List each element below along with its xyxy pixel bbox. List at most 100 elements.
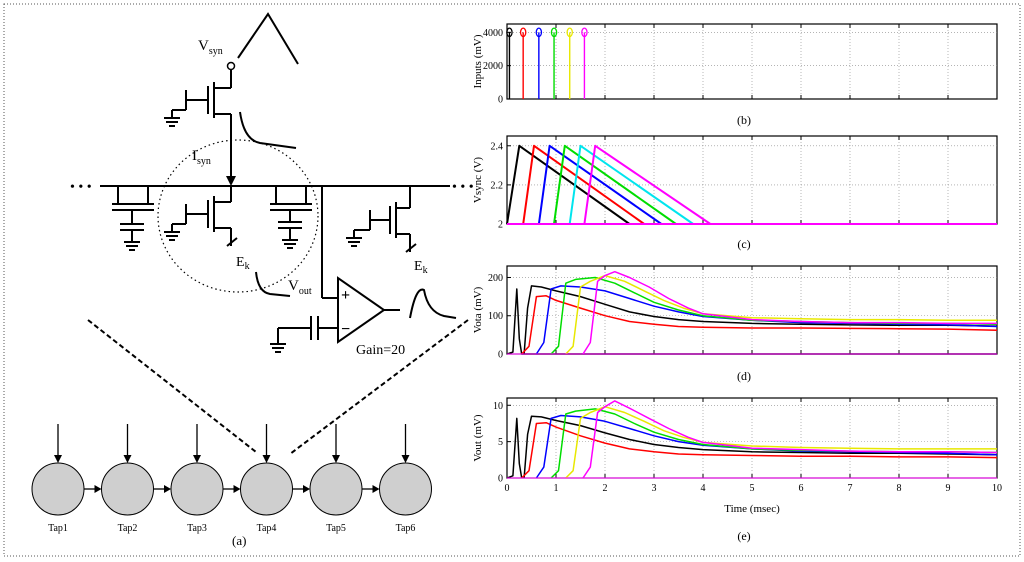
- series-line-5: [565, 274, 997, 355]
- vsyn-label: Vsyn: [198, 38, 223, 57]
- tap-node: [309, 462, 363, 516]
- arrow-down-icon: [123, 455, 132, 463]
- amp-output-waveform: [409, 288, 457, 319]
- arrow-down-icon: [193, 455, 201, 463]
- ellipsis-right: • • •: [452, 180, 474, 195]
- tap-node: [31, 462, 85, 516]
- leak-transistor-center: [164, 186, 238, 247]
- leak-transistor-right: [346, 186, 417, 253]
- y-tick-label: 2.2: [491, 180, 504, 191]
- vout-label: Vout: [288, 278, 312, 297]
- y-tick-label: 2: [498, 220, 503, 231]
- tap-3: Tap3: [170, 424, 241, 534]
- tap-label: Tap4: [257, 523, 277, 534]
- spike-marker-2: [535, 27, 543, 38]
- input-transistor: [164, 82, 232, 140]
- tap-5: Tap5: [309, 424, 380, 534]
- x-tick-label: 4: [701, 483, 706, 494]
- x-axis-label: Time (msec): [724, 503, 780, 515]
- zoom-line-left: [87, 319, 257, 453]
- series-line-5: [565, 405, 997, 479]
- tap-4: Tap4: [240, 424, 310, 534]
- y-axis-label: Vsync (V): [472, 157, 484, 203]
- y-tick-label: 0: [498, 350, 503, 361]
- series-transistor-right: [270, 186, 312, 249]
- series-transistor-left: [112, 186, 154, 251]
- chart-caption: (c): [737, 237, 750, 251]
- arrow-down-icon: [262, 455, 271, 463]
- gain-label: Gain=20: [356, 343, 405, 358]
- arrow-down-icon: [54, 455, 62, 463]
- isyn-label: Isyn: [192, 148, 211, 167]
- tap-node: [379, 462, 432, 516]
- tap-2: Tap2: [101, 424, 171, 534]
- current-decay-waveform: [239, 111, 297, 149]
- x-tick-label: 3: [652, 483, 657, 494]
- chart-caption: (b): [737, 113, 751, 127]
- x-tick-label: 5: [750, 483, 755, 494]
- chart-caption: (e): [737, 529, 750, 543]
- arrow-right-icon: [233, 485, 241, 493]
- y-tick-label: 0: [498, 474, 503, 485]
- y-tick-label: 100: [488, 311, 503, 322]
- x-tick-label: 1: [554, 483, 559, 494]
- tap-highlight-circle: [157, 139, 319, 293]
- vsyn-ramp-waveform: [237, 12, 299, 65]
- op-amp-minus: −: [341, 321, 350, 338]
- series-line-1: [523, 285, 998, 355]
- spike-marker-4: [566, 27, 573, 38]
- x-tick-label: 0: [505, 483, 510, 494]
- vsyn-terminal: [226, 61, 236, 71]
- x-tick-label: 9: [946, 483, 951, 494]
- y-tick-label: 5: [498, 437, 503, 448]
- series-line-6: [582, 270, 997, 355]
- series-line-2: [521, 295, 998, 355]
- zoom-line-right: [289, 319, 469, 455]
- op-amp-plus: +: [341, 287, 350, 304]
- arrow-down-icon: [332, 455, 340, 463]
- x-tick-label: 10: [992, 483, 1002, 494]
- arrow-right-icon: [164, 485, 171, 493]
- y-tick-label: 200: [488, 273, 503, 284]
- spike-marker-3: [550, 27, 558, 38]
- circuit-schematic: Vsyn Isyn • • • • • •: [70, 12, 474, 455]
- series-line-1: [523, 415, 998, 479]
- vout-waveform-small: [255, 271, 291, 297]
- series-line-2: [521, 421, 998, 479]
- tap-node: [101, 462, 154, 516]
- tap-node: [240, 462, 293, 516]
- y-axis-label: Inputs (mV): [472, 34, 484, 88]
- op-amp: + −: [337, 276, 400, 344]
- x-tick-label: 6: [799, 483, 804, 494]
- x-tick-label: 8: [897, 483, 902, 494]
- spike-marker-1: [519, 27, 527, 38]
- arrow-down-icon: [401, 455, 410, 463]
- series-line-0: [506, 417, 523, 479]
- caption-a: (a): [232, 533, 246, 548]
- y-axis-label: Vota (mV): [472, 286, 484, 333]
- y-tick-label: 10: [493, 401, 503, 412]
- y-tick-label: 0: [498, 95, 503, 106]
- y-tick-label: 2000: [483, 61, 503, 72]
- x-tick-label: 2: [603, 483, 608, 494]
- isyn-arrow-icon: [226, 176, 236, 186]
- figure-frame: [3, 3, 1021, 557]
- tap-label: Tap5: [326, 523, 346, 534]
- y-tick-label: 2.4: [491, 141, 504, 152]
- tap-node: [170, 462, 224, 516]
- tap-1: Tap1: [31, 424, 102, 534]
- tap-6: Tap6: [379, 424, 432, 534]
- arrow-right-icon: [372, 485, 380, 493]
- series-line-6: [582, 400, 998, 479]
- tap-label: Tap2: [118, 523, 138, 534]
- arrow-right-icon: [94, 485, 102, 493]
- tap-label: Tap6: [396, 523, 416, 534]
- arrow-right-icon: [303, 485, 310, 493]
